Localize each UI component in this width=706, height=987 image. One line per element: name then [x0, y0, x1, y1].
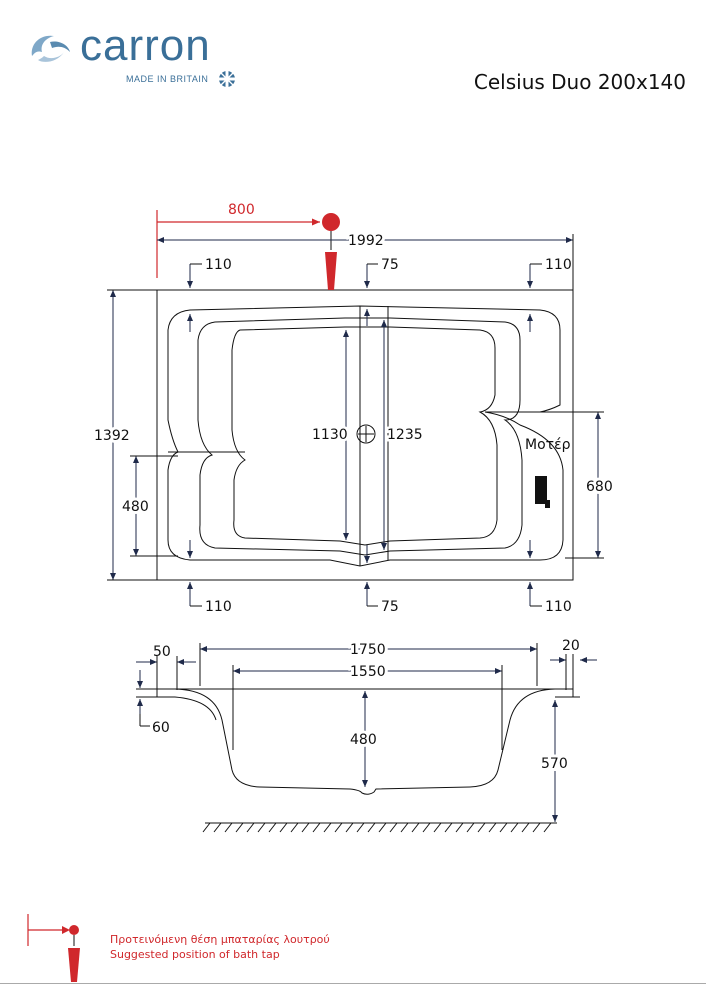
- hatch-mark: [378, 822, 387, 833]
- hatch-mark: [235, 822, 244, 833]
- hatch-mark: [499, 822, 508, 833]
- tap-position-icon: [322, 213, 340, 231]
- bath-inner-basin: [197, 317, 523, 556]
- union-flag-icon: [219, 71, 235, 87]
- top-right-rim-label: 110: [545, 257, 572, 273]
- brand-tagline: MADE IN BRITAIN: [126, 74, 209, 84]
- hatch-mark: [433, 822, 442, 833]
- bath-outline: [156, 289, 574, 581]
- top-center-rim-label: 75: [381, 257, 399, 273]
- hatch-mark: [389, 822, 398, 833]
- product-title: Celsius Duo 200x140: [473, 70, 686, 94]
- section-rim-thickness-label: 60: [152, 720, 170, 736]
- drain-icon: [356, 424, 376, 444]
- hatch-mark: [367, 822, 376, 833]
- hatch-mark: [246, 822, 255, 833]
- section-top-length-label: 1750: [350, 642, 386, 658]
- hatch-mark: [356, 822, 365, 833]
- bottom-center-rim-label: 75: [381, 599, 399, 615]
- bottom-right-rim-label: 110: [545, 599, 572, 615]
- hatch-mark: [411, 822, 420, 833]
- hatch-mark: [521, 822, 530, 833]
- legend-english: Suggested position of bath tap: [110, 948, 280, 961]
- carron-swirl-icon: [31, 35, 70, 62]
- hatch-mark: [345, 822, 354, 833]
- motor-label: Μοτέρ: [525, 437, 571, 453]
- section-left-rim-label: 50: [153, 644, 171, 660]
- overall-length-label: 1992: [348, 233, 384, 249]
- hatch-mark: [301, 822, 310, 833]
- left-depth-label: 480: [122, 499, 149, 515]
- hatch-mark: [466, 822, 475, 833]
- hatch-mark: [312, 822, 321, 833]
- bottom-left-rim-label: 110: [205, 599, 232, 615]
- top-left-rim-label: 110: [205, 257, 232, 273]
- hatch-mark: [422, 822, 431, 833]
- hatch-mark: [279, 822, 288, 833]
- legend-greek: Προτεινόμενη θέση μπαταρίας λουτρού: [110, 933, 330, 946]
- tub-profile: [174, 688, 556, 795]
- right-depth-label: 680: [586, 479, 613, 495]
- hatch-mark: [477, 822, 486, 833]
- tap-offset-label: 800: [228, 202, 255, 218]
- overall-width-label: 1392: [94, 428, 130, 444]
- brand-logo: carron MADE IN BRITAIN: [28, 22, 248, 92]
- hatch-mark: [455, 822, 464, 833]
- motor-icon: [535, 476, 547, 504]
- brand-name: carron: [80, 21, 211, 70]
- hatch-mark: [543, 822, 552, 833]
- hatch-mark: [532, 822, 541, 833]
- hatch-mark: [257, 822, 266, 833]
- hatch-mark: [268, 822, 277, 833]
- hatch-mark: [202, 822, 211, 833]
- plan-view: 800 1992 110 75 110 1392 1130 1235 480 6…: [91, 202, 616, 615]
- hatch-mark: [400, 822, 409, 833]
- legend: Προτεινόμενη θέση μπαταρίας λουτρού Sugg…: [110, 932, 330, 962]
- page-divider: [0, 983, 706, 984]
- hatch-mark: [290, 822, 299, 833]
- bath-floor: [231, 326, 498, 546]
- hatch-mark: [334, 822, 343, 833]
- hatch-mark: [213, 822, 222, 833]
- section-inner-depth-label: 480: [350, 732, 377, 748]
- hatch-mark: [323, 822, 332, 833]
- section-right-rim-label: 20: [562, 638, 580, 654]
- hatch-mark: [510, 822, 519, 833]
- tap-legend-icon: [27, 914, 80, 982]
- hatch-mark: [224, 822, 233, 833]
- tap-spout-icon: [325, 252, 337, 290]
- floor-hatching: [202, 822, 552, 833]
- section-view: 50 1750 20 1550 60 480 570: [136, 638, 597, 833]
- hatch-mark: [444, 822, 453, 833]
- hatch-mark: [488, 822, 497, 833]
- inner-length-left-label: 1130: [312, 427, 348, 443]
- inner-length-right-label: 1235: [387, 427, 423, 443]
- section-overall-height-label: 570: [541, 756, 568, 772]
- bath-rim-shape: [167, 305, 564, 567]
- section-bottom-length-label: 1550: [350, 664, 386, 680]
